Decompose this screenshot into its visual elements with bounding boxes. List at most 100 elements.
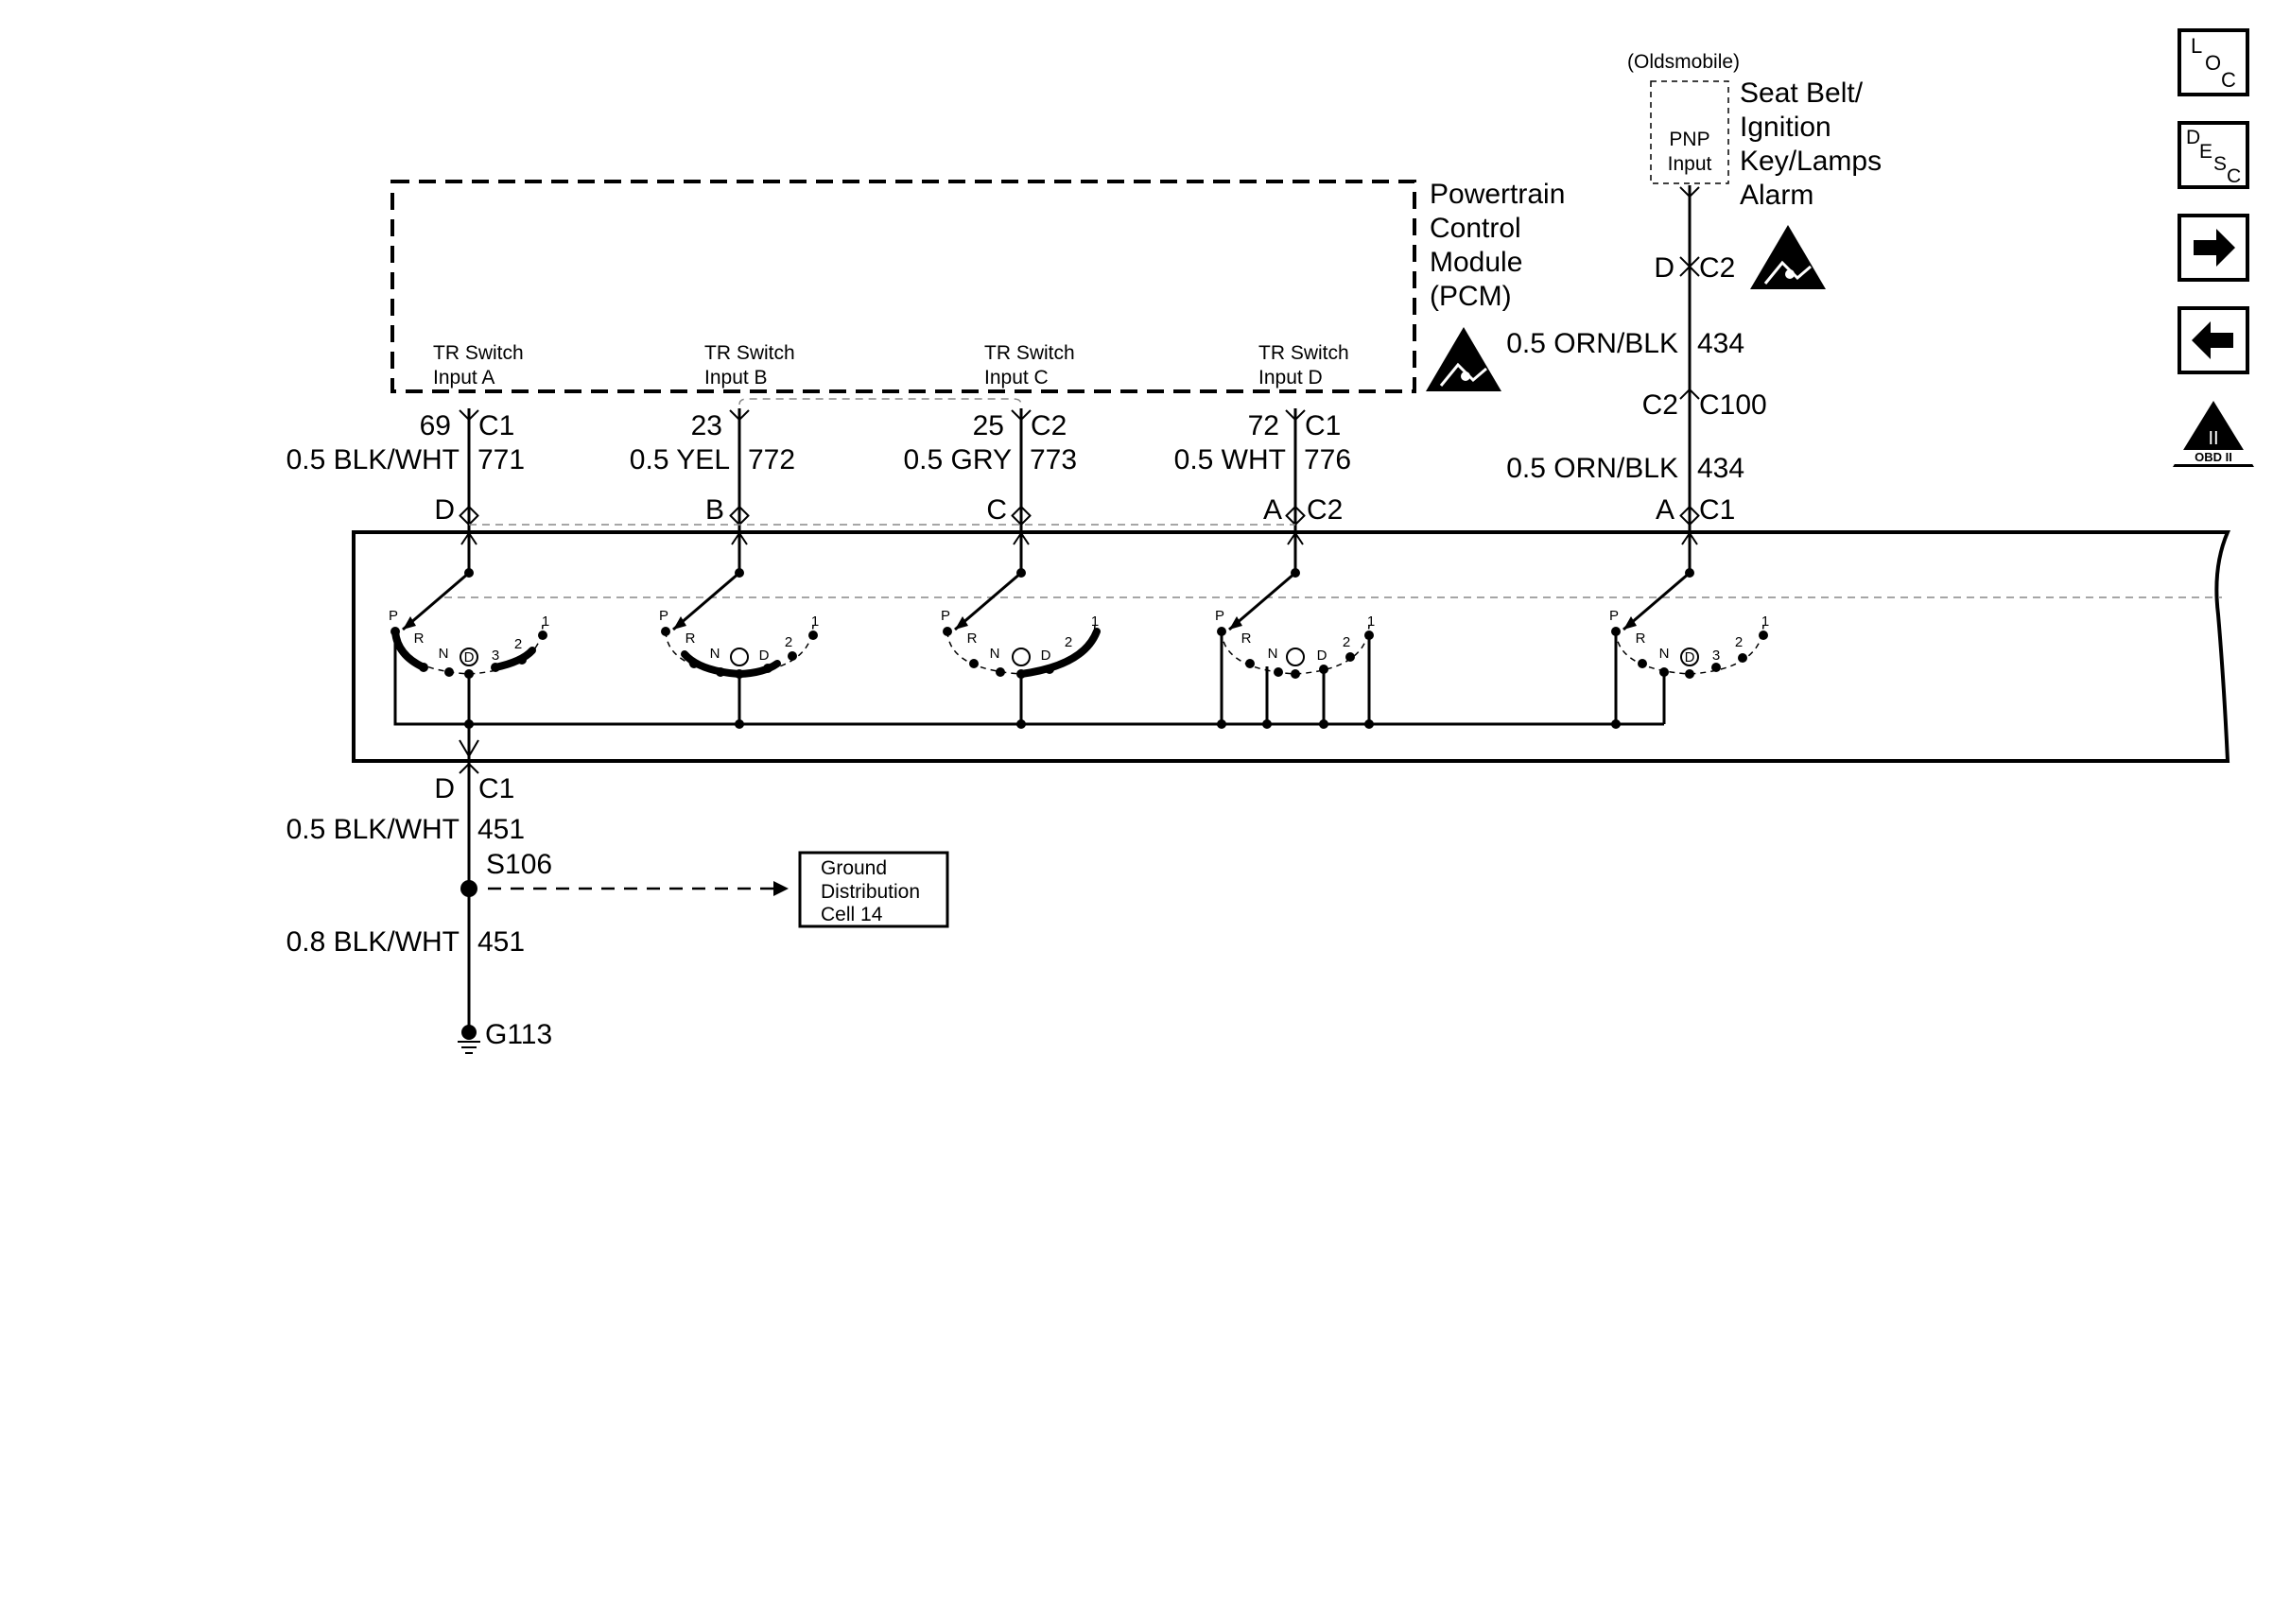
shift-position-label: R — [967, 631, 978, 647]
shift-position-label: 3 — [1712, 648, 1720, 664]
connector-pin-icon — [1679, 265, 1700, 277]
shift-position-label: 1 — [1367, 613, 1375, 630]
switch-terminal-label: A — [1263, 494, 1282, 526]
pcm-pin-label: 69 — [420, 410, 451, 441]
shift-position-label: R — [685, 631, 696, 647]
switch-deck-e — [1611, 531, 1768, 724]
wire-spec-label: 0.5 ORN/BLK — [1506, 453, 1678, 484]
shift-position-label: 2 — [785, 634, 792, 650]
wire-776 — [1285, 408, 1306, 534]
pcm-input-c-label: Input C — [984, 367, 1049, 389]
inline-connector-label: C100 — [1699, 389, 1767, 421]
desc-button-letter: S — [2213, 153, 2227, 175]
wire-spec-label: 0.5 BLK/WHT — [286, 444, 460, 475]
ground-reference-text: Ground — [821, 857, 887, 879]
next-page-button[interactable] — [2178, 214, 2249, 282]
alarm-connector-label: C2 — [1699, 252, 1735, 284]
shift-position-label: D — [1317, 648, 1327, 664]
pcm-connector-label: C1 — [478, 410, 514, 441]
shift-position-label: P — [941, 608, 950, 624]
shift-position-label: 2 — [1735, 634, 1743, 650]
transmission-range-switch-box — [352, 530, 2231, 763]
switch-terminal-label: A — [1656, 494, 1674, 526]
circuit-number-label: 434 — [1697, 328, 1744, 359]
connector-pin-icon — [1679, 388, 1700, 400]
alarm-title-line: Ignition — [1740, 112, 1831, 143]
switch-terminal-label: D — [434, 773, 455, 804]
right-arrow-icon — [2194, 229, 2235, 267]
pcm-pin-label: 23 — [691, 410, 722, 441]
circuit-number-label: 773 — [1030, 444, 1077, 475]
shift-position-label: 2 — [1065, 634, 1072, 650]
switch-common-bus — [393, 631, 1664, 726]
pcm-connector-label: C2 — [1031, 410, 1067, 441]
alarm-oldsmobile-note: (Oldsmobile) — [1627, 51, 1740, 73]
ground-reference-text: Cell 14 — [821, 904, 883, 925]
shift-position-label: P — [389, 608, 398, 624]
alarm-module-label: PNP — [1669, 129, 1709, 150]
connector-pin-icon — [1679, 186, 1700, 199]
shift-position-label: 1 — [1761, 613, 1769, 630]
circuit-number-label: 451 — [477, 814, 525, 845]
ground-distribution-reference[interactable] — [798, 851, 949, 928]
pcm-pin-label: 25 — [973, 410, 1004, 441]
shift-position-label: 1 — [811, 613, 819, 630]
arrow-right-icon — [773, 881, 789, 896]
pcm-input-c-label: TR Switch — [984, 342, 1075, 364]
shift-position-label: D — [1041, 648, 1051, 664]
splice-label: S106 — [486, 849, 552, 880]
alarm-title-line: Key/Lamps — [1740, 146, 1882, 177]
pcm-title-line: Powertrain — [1430, 179, 1565, 210]
shift-position-label: D — [1685, 649, 1695, 665]
left-arrow-icon — [2192, 321, 2233, 359]
loc-button[interactable]: L O C — [2178, 28, 2249, 96]
ground-reference-text: Distribution — [821, 881, 920, 903]
shift-position-label: N — [990, 646, 1000, 662]
pcm-input-d-label: Input D — [1258, 367, 1323, 389]
alarm-title-line: Alarm — [1740, 180, 1813, 211]
pcm-input-d-label: TR Switch — [1258, 342, 1349, 364]
switch-connector-label: C2 — [1307, 494, 1343, 526]
desc-button-letter: E — [2199, 141, 2212, 163]
esd-warning-icon — [1748, 223, 1828, 291]
switch-deck-c — [943, 531, 1101, 724]
obd-ii-label: OBD II — [2195, 450, 2232, 464]
obd-ii-roman: II — [2208, 428, 2218, 449]
wire-spec-label: 0.5 BLK/WHT — [286, 814, 460, 845]
shift-position-label: 2 — [1343, 634, 1350, 650]
connector-reference-line — [738, 398, 1022, 406]
pcm-pin-label: 72 — [1248, 410, 1279, 441]
wire-spec-label: 0.5 YEL — [630, 444, 730, 475]
switch-terminal-label: C — [986, 494, 1007, 526]
shift-position-label: P — [1609, 608, 1619, 624]
pcm-title: Powertrain Control Module (PCM) — [1430, 179, 1565, 312]
pcm-input-a-label: Input A — [433, 367, 495, 389]
desc-button-letter: C — [2227, 165, 2241, 187]
ground-symbol-icon — [458, 1025, 480, 1054]
esd-warning-icon — [1424, 325, 1503, 393]
ground-point-label: G113 — [485, 1019, 552, 1050]
shift-position-label: P — [659, 608, 668, 624]
pcm-input-b-label: TR Switch — [704, 342, 795, 364]
shift-position-label: N — [1268, 646, 1278, 662]
alarm-title-line: Seat Belt/ — [1740, 78, 1864, 109]
ground-connector-label: C1 — [478, 773, 514, 804]
switch-connector-label: C1 — [1699, 494, 1735, 526]
loc-button-letter: O — [2205, 51, 2221, 75]
pcm-title-line: Control — [1430, 213, 1521, 244]
switch-deck-a — [390, 531, 547, 724]
desc-button[interactable]: D E S C — [2178, 121, 2249, 189]
shift-position-label: P — [1215, 608, 1224, 624]
obd-ii-button[interactable]: OBD II II — [2173, 401, 2254, 467]
shift-position-label: D — [464, 649, 475, 665]
circuit-number-label: 776 — [1304, 444, 1351, 475]
previous-page-button[interactable] — [2178, 306, 2249, 374]
alarm-title: Seat Belt/ Ignition Key/Lamps Alarm — [1740, 78, 1882, 211]
shift-position-label: R — [1636, 631, 1646, 647]
desc-button-letter: D — [2186, 127, 2200, 148]
pcm-input-a-label: TR Switch — [433, 342, 524, 364]
pcm-title-line: (PCM) — [1430, 281, 1512, 312]
wire-771 — [459, 408, 479, 534]
wire-spec-label: 0.8 BLK/WHT — [286, 926, 460, 958]
